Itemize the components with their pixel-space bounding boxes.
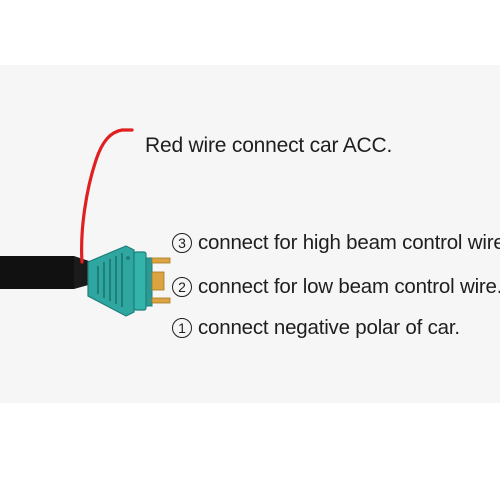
circled-number-2: 2: [172, 277, 192, 297]
circled-number-3: 3: [172, 233, 192, 253]
pin-3: [151, 257, 171, 264]
black-cable: [0, 256, 74, 289]
note-text-high-beam: connect for high beam control wire.: [198, 231, 500, 254]
note-low-beam: 2 connect for low beam control wire.: [172, 275, 500, 299]
red-wire-label: Red wire connect car ACC.: [145, 134, 393, 157]
red-wire: [80, 128, 134, 264]
connector-pins: [151, 257, 171, 304]
note-negative: 1 connect negative polar of car.: [172, 316, 460, 340]
note-text-negative: connect negative polar of car.: [198, 316, 460, 339]
pin-2: [151, 271, 165, 291]
note-high-beam: 3 connect for high beam control wire.: [172, 231, 500, 255]
note-text-low-beam: connect for low beam control wire.: [198, 275, 500, 298]
circled-number-1: 1: [172, 318, 192, 338]
pin-1: [151, 297, 171, 304]
connector-plug: [87, 245, 153, 317]
